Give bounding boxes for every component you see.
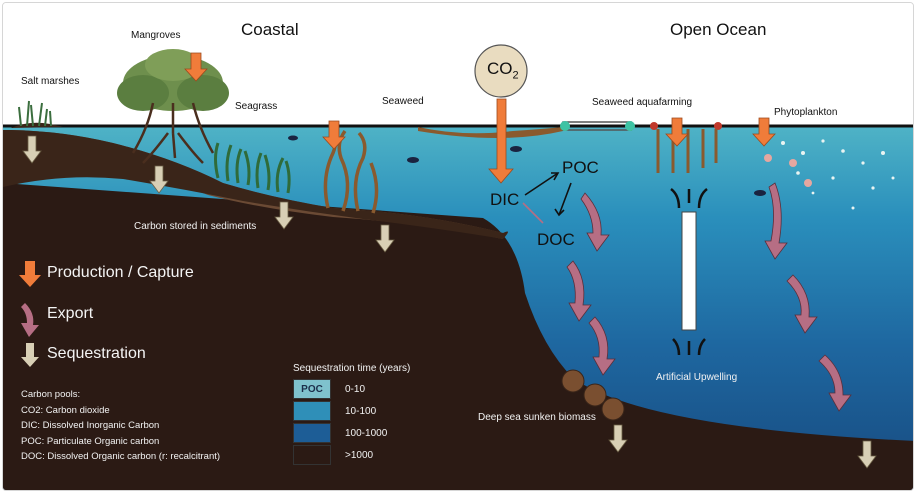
carbon-pool-item: CO2: Carbon dioxide xyxy=(21,404,110,416)
label-mangroves: Mangroves xyxy=(131,30,181,41)
seagrass-plants xyxy=(214,142,291,194)
legend-production: Production / Capture xyxy=(47,264,194,281)
doc-label: DOC xyxy=(537,230,575,249)
coastal-heading: Coastal xyxy=(241,20,299,39)
floating-seaweed xyxy=(418,127,563,138)
sequestration-time-title: Sequestration time (years) xyxy=(293,363,411,374)
seq-row-1: 10-100 xyxy=(293,400,410,422)
legend-sequestration: Sequestration xyxy=(47,345,146,362)
seq-range: 0-10 xyxy=(345,383,366,395)
seq-swatch xyxy=(293,445,331,465)
seq-range: 100-1000 xyxy=(345,427,388,439)
seq-row-2: 100-1000 xyxy=(293,422,410,444)
carbon-pool-item: POC: Particulate Organic carbon xyxy=(21,435,160,447)
carbon-pools-list: Carbon pools: CO2: Carbon dioxide DIC: D… xyxy=(21,387,220,465)
label-seagrass: Seagrass xyxy=(235,101,278,112)
artificial-upwelling-label: Artificial Upwelling xyxy=(656,372,738,383)
carbon-species-arrows xyxy=(522,172,572,224)
aquafarm-structures xyxy=(560,121,722,173)
upwelling-arrows xyxy=(670,188,708,356)
label-phytoplankton: Phytoplankton xyxy=(774,107,838,118)
poc-label: POC xyxy=(562,158,599,177)
seq-swatch: POC xyxy=(293,379,331,399)
label-seaweed-aquafarming: Seaweed aquafarming xyxy=(592,97,693,108)
co2-label: CO2 xyxy=(487,59,519,82)
coastal-soil xyxy=(3,130,508,239)
dic-label: DIC xyxy=(490,190,520,209)
sediments-label: Carbon stored in sediments xyxy=(134,221,257,232)
seq-row-3: >1000 xyxy=(293,444,410,466)
carbon-pool-item: DIC: Dissolved Inorganic Carbon xyxy=(21,420,160,431)
sunken-biomass xyxy=(561,369,625,421)
carbon-pools-title: Carbon pools: xyxy=(21,389,81,400)
deep-sea-biomass-label: Deep sea sunken biomass xyxy=(478,412,596,423)
fish xyxy=(288,135,766,196)
seabed-sediment xyxy=(3,183,913,490)
seq-range: 10-100 xyxy=(345,405,377,417)
legend-export: Export xyxy=(47,305,94,322)
label-salt-marshes: Salt marshes xyxy=(21,76,80,87)
sequestration-time-legend: Sequestration time (years) POC 0-10 10-1… xyxy=(293,363,410,466)
export-arrows xyxy=(566,182,852,412)
legend-icons xyxy=(19,261,41,367)
ocean-carbon-diagram xyxy=(3,3,913,490)
seq-swatch xyxy=(293,423,331,443)
open-ocean-heading: Open Ocean xyxy=(670,20,767,39)
sequestration-arrows xyxy=(22,135,877,469)
phytoplankton-particles xyxy=(764,139,895,210)
production-arrows xyxy=(184,52,776,184)
label-seaweed: Seaweed xyxy=(382,96,424,107)
seq-row-0: POC 0-10 xyxy=(293,378,410,400)
seq-swatch xyxy=(293,401,331,421)
salt-marsh-plants xyxy=(18,100,52,127)
upwelling-pipe xyxy=(681,211,697,331)
co2-bubble xyxy=(474,44,528,98)
seq-range: >1000 xyxy=(345,449,374,461)
carbon-pool-item: DOC: Dissolved Organic carbon (r: recalc… xyxy=(21,451,221,462)
